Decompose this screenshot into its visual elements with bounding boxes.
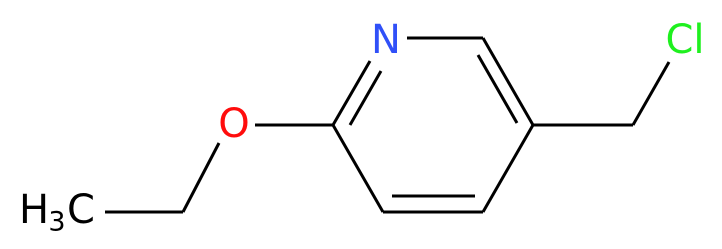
nitrogen-atom-label: N (371, 17, 401, 63)
bond-c6-c5-double (476, 54, 519, 124)
bond-o-ch2 (181, 142, 221, 213)
bond-ch2-cl (631, 61, 671, 126)
bond-c2-n1 (331, 60, 372, 126)
chlorine-atom-label: Cl (665, 17, 704, 63)
bond-c6-c5 (481, 37, 535, 126)
oxygen-atom-label: O (218, 101, 249, 147)
bond-c3-c2 (331, 124, 385, 213)
methyl-hydrogen-label: H (19, 187, 49, 233)
methyl-carbon-label: C (67, 187, 95, 233)
methyl-subscript-label: 3 (48, 207, 65, 238)
bond-c2-n1-double (348, 70, 383, 126)
bond-c5-c4 (481, 124, 535, 213)
